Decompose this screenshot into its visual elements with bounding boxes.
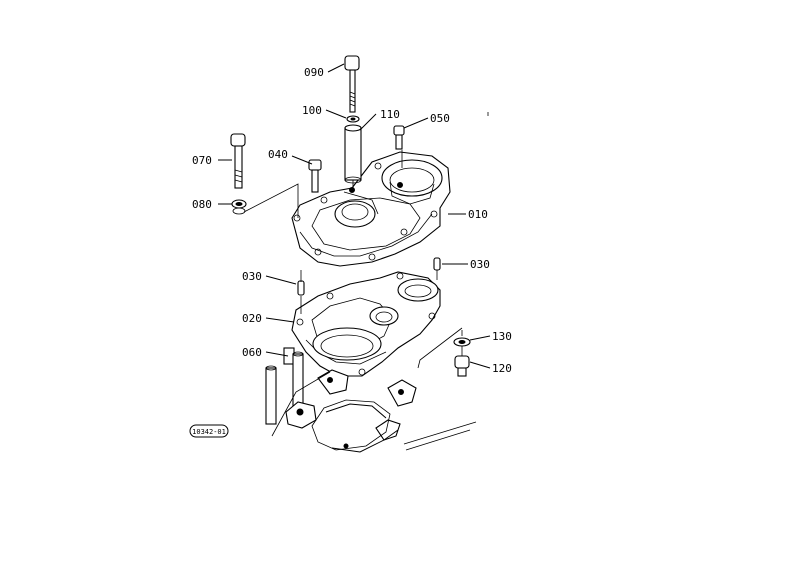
bolt-090: [344, 55, 360, 113]
callout-050: 050: [430, 112, 450, 125]
leader-lines: [218, 63, 491, 369]
callout-010: 010: [468, 208, 488, 221]
callout-030-right: 030: [470, 258, 490, 271]
figure-code: 10342-01: [192, 428, 226, 436]
dowel-pin-030-right: [433, 257, 441, 271]
callout-130: 130: [492, 330, 512, 343]
callout-030-left: 030: [242, 270, 262, 283]
washer-100: [346, 115, 360, 123]
callout-020: 020: [242, 312, 262, 325]
callout-090: 090: [304, 66, 324, 79]
upper-cover-010: [291, 151, 451, 267]
screw-050: [393, 125, 405, 150]
callout-080: 080: [192, 198, 212, 211]
callout-070: 070: [192, 154, 212, 167]
callout-120: 120: [492, 362, 512, 375]
engine-block-section: [285, 369, 477, 453]
washer-130: [453, 337, 471, 347]
callout-labels: 090 100 110 050 070 040 080 010 030 030 …: [192, 66, 512, 375]
bolt-040: [308, 159, 322, 193]
callout-040: 040: [268, 148, 288, 161]
dowel-pin-030-left: [297, 280, 305, 296]
callout-060: 060: [242, 346, 262, 359]
bolt-070: [230, 133, 246, 189]
figure-code-badge: 10342-01: [189, 424, 229, 438]
washer-080: [231, 199, 247, 215]
callout-100: 100: [302, 104, 322, 117]
assembly-lines: [243, 150, 463, 437]
callout-110: 110: [380, 108, 400, 121]
lower-housing-020: [291, 271, 441, 377]
plug-120: [454, 355, 470, 377]
sleeve-110: [344, 124, 362, 184]
